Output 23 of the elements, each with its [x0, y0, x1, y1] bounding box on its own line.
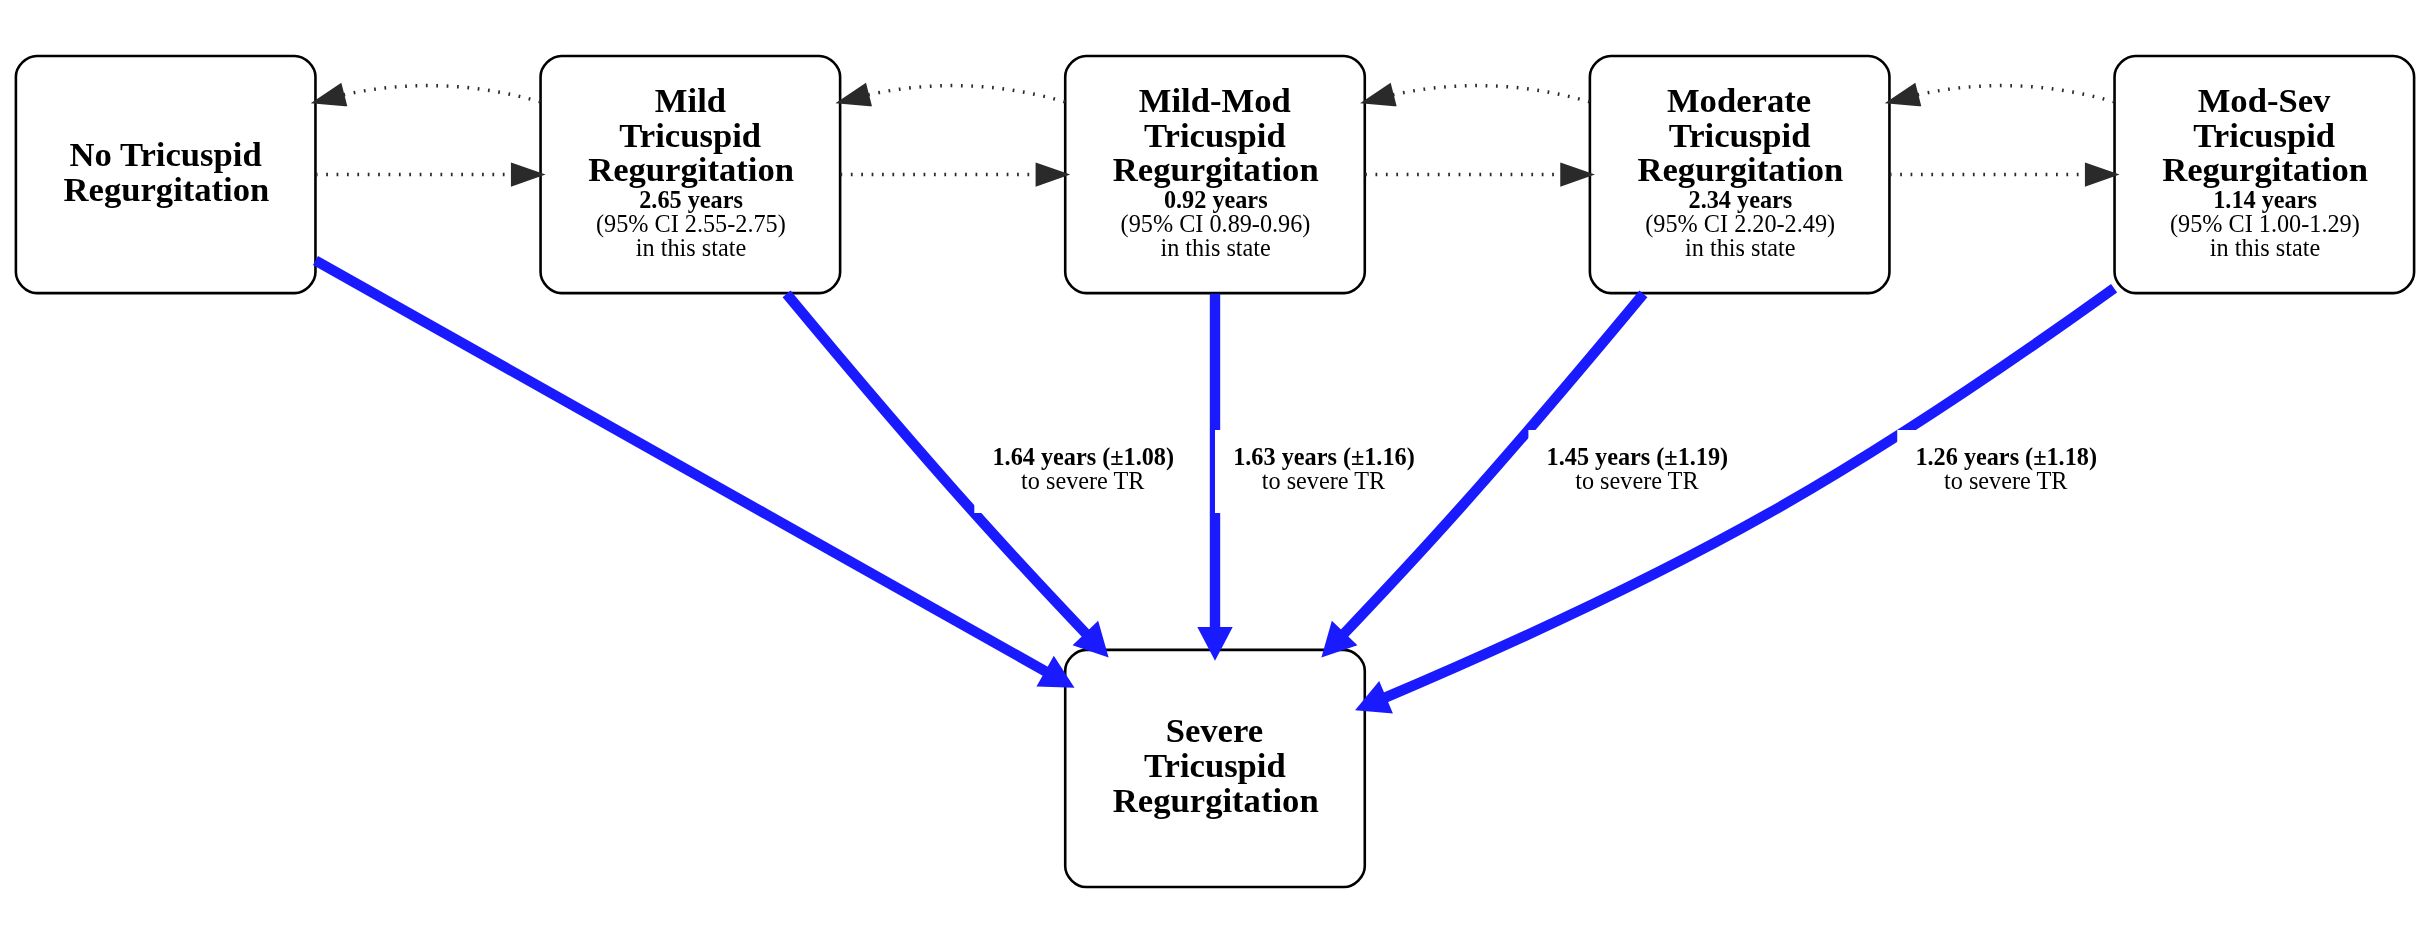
edge-label: 1.45 years (±1.19) to severe TR [1546, 442, 1729, 494]
edge-label: 1.63 years (±1.16) to severe TR [1233, 442, 1415, 494]
arrow [1889, 161, 2120, 187]
node-box: Severe Tricuspid Regurgitation [1063, 648, 1367, 888]
edge-label: 1.64 years (±1.08) to severe TR [992, 442, 1175, 494]
arrow [1321, 290, 1648, 657]
arrow [1197, 293, 1233, 661]
arrow [1360, 82, 1591, 106]
node-box: Mild-Mod Tricuspid Regurgitation 0.92 years (95% CI 0.89-0.96) in this state [1063, 54, 1367, 294]
arrow [1884, 82, 2115, 106]
arrow [782, 290, 1109, 657]
node-box: Moderate Tricuspid Regurgitation 2.34 years (95% CI 2.20-2.49) in this state [1588, 54, 1891, 294]
node-box: Mild Tricuspid Regurgitation 2.65 years (95% CI 2.55-2.75) in this state [539, 54, 842, 294]
edge-label: 1.26 years (±1.18) to severe TR [1915, 442, 2097, 494]
arrow [840, 161, 1071, 187]
node-box: Mod-Sev Tricuspid Regurgitation 1.14 years (95% CI 1.00-1.29) in this state [2113, 54, 2416, 294]
arrow [315, 161, 546, 187]
arrow [835, 82, 1066, 106]
node-box: No Tricuspid Regurgitation [14, 54, 317, 294]
arrow [1365, 161, 1595, 187]
arrow [310, 82, 541, 106]
arrow [1355, 283, 2118, 714]
arrow [312, 255, 1075, 688]
